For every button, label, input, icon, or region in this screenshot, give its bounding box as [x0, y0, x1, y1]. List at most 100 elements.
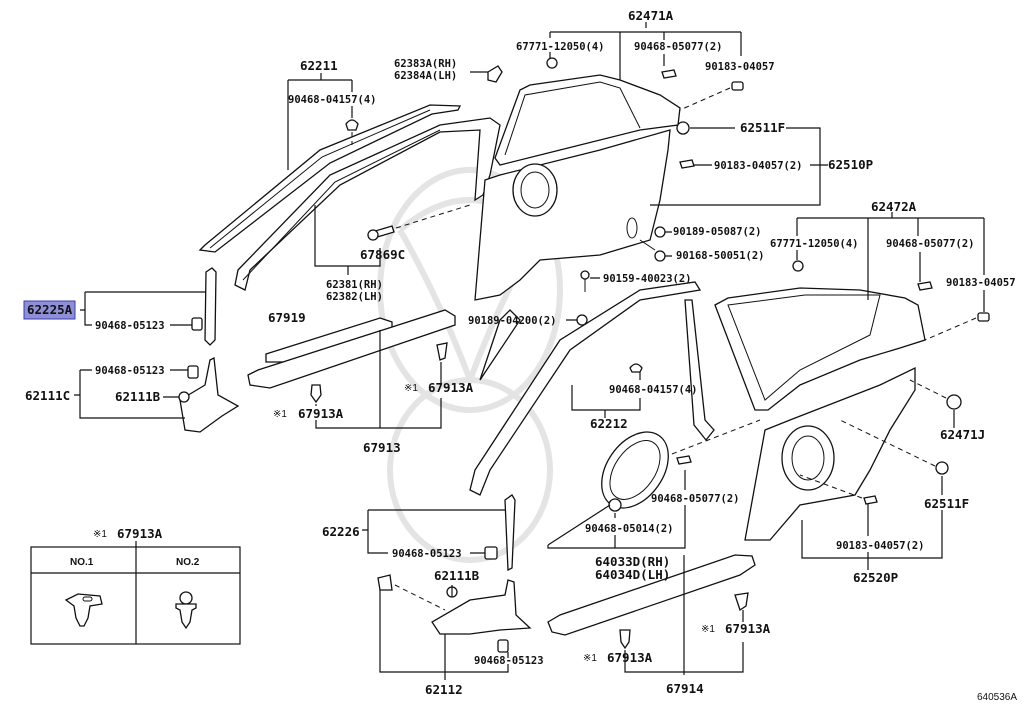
label-62382[interactable]: 62382(LH)	[326, 291, 383, 303]
clip-62111b-a[interactable]	[178, 391, 190, 403]
clip-unnamed-62112[interactable]	[377, 574, 393, 591]
label-90159-40023[interactable]: 90159-40023(2)	[603, 273, 692, 285]
label-62520p[interactable]: 62520P	[853, 570, 898, 585]
clip-90189-05087[interactable]	[654, 226, 666, 238]
label-90189-04200[interactable]: 90189-04200(2)	[468, 315, 557, 327]
speaker-grille-64033d[interactable]	[588, 420, 682, 521]
watermark-logo	[377, 167, 563, 563]
label-62225a[interactable]: 62225A	[27, 302, 73, 317]
scuff-plate-67914[interactable]	[547, 554, 756, 636]
drawing-number: 640536A	[977, 692, 1017, 703]
label-67771-12050-a[interactable]: 67771-12050(4)	[516, 41, 605, 53]
label-90468-05123-a[interactable]: 90468-05123	[95, 320, 165, 332]
clip-67913a-b[interactable]	[436, 342, 448, 361]
clip-90183-04057-b[interactable]	[679, 159, 695, 169]
label-90468-05014[interactable]: 90468-05014(2)	[585, 523, 674, 535]
front-pillar-garnish-62381[interactable]	[234, 117, 501, 291]
quarter-trim-panel-62520p[interactable]	[744, 366, 916, 541]
clip-67913a-c[interactable]	[619, 629, 631, 650]
quarter-window-trim-62471a[interactable]	[494, 74, 681, 166]
label-62211[interactable]: 62211	[300, 58, 338, 73]
label-90183-04057-d[interactable]: 90183-04057(2)	[836, 540, 925, 552]
label-90183-04057-b[interactable]: 90183-04057(2)	[714, 160, 803, 172]
label-67913a-a[interactable]: 67913A	[298, 406, 344, 421]
scuff-plate-67913[interactable]	[247, 309, 456, 389]
clip-62471j[interactable]	[946, 394, 962, 410]
clip-62511f-a[interactable]	[676, 121, 690, 135]
pillar-strip-62226[interactable]	[504, 494, 516, 572]
label-90183-04057-c[interactable]: 90183-04057	[946, 277, 1016, 289]
label-62112[interactable]: 62112	[425, 682, 463, 697]
label-62111b-a[interactable]: 62111B	[115, 389, 161, 404]
clip-62383a[interactable]	[487, 65, 503, 83]
screw-90159-40023[interactable]	[580, 270, 590, 292]
label-62511f-a[interactable]: 62511F	[740, 120, 785, 135]
label-62212[interactable]: 62212	[590, 416, 628, 431]
label-90468-05123-c[interactable]: 90468-05123	[392, 548, 462, 560]
label-64033d[interactable]: 64033D(RH)	[595, 554, 670, 569]
pillar-strip-62225a[interactable]	[204, 267, 217, 346]
label-90189-05087[interactable]: 90189-05087(2)	[673, 226, 762, 238]
label-90468-05123-b[interactable]: 90468-05123	[95, 365, 165, 377]
label-67913a-b[interactable]: 67913A	[428, 380, 474, 395]
label-67913[interactable]: 67913	[363, 440, 401, 455]
quarter-trim-panel-62510p[interactable]	[474, 129, 671, 301]
clip-90468-04157-b[interactable]	[629, 363, 643, 373]
label-62383a[interactable]: 62383A(RH)	[394, 58, 457, 70]
label-62111b-b[interactable]: 62111B	[434, 568, 480, 583]
clip-90468-05077-a[interactable]	[661, 69, 677, 79]
note-symbol-a: ※1	[273, 409, 287, 420]
clip-67771-b[interactable]	[792, 260, 804, 272]
label-67913a-c[interactable]: 67913A	[607, 650, 653, 665]
kick-panel-62111c[interactable]	[179, 357, 240, 433]
label-90468-05123-d[interactable]: 90468-05123	[474, 655, 544, 667]
label-90468-05077-b[interactable]: 90468-05077(2)	[886, 238, 975, 250]
screw-67869c[interactable]	[367, 225, 395, 241]
part-labels: 62211 90468-04157(4) 62383A(RH) 62384A(L…	[23, 8, 1016, 697]
legend-title-part[interactable]: 67913A	[117, 526, 163, 541]
label-90468-04157-a[interactable]: 90468-04157(4)	[288, 94, 377, 106]
label-67771-12050-b[interactable]: 67771-12050(4)	[770, 238, 859, 250]
kick-panel-62112[interactable]	[431, 579, 532, 635]
label-62471j[interactable]: 62471J	[940, 427, 985, 442]
label-67914[interactable]: 67914	[666, 681, 704, 696]
label-62472a[interactable]: 62472A	[871, 199, 917, 214]
clip-90468-05123-b[interactable]	[187, 365, 199, 379]
label-67919[interactable]: 67919	[268, 310, 306, 325]
label-62226[interactable]: 62226	[322, 524, 360, 539]
clip-67913a-d[interactable]	[734, 592, 749, 612]
label-62471a[interactable]: 62471A	[628, 8, 674, 23]
clip-62511f-b[interactable]	[935, 461, 949, 475]
clip-90468-05123-c[interactable]	[484, 546, 498, 560]
clip-legend-table: ※1 67913A NO.1 NO.2	[30, 526, 241, 645]
label-62384a[interactable]: 62384A(LH)	[394, 70, 457, 82]
label-90468-04157-b[interactable]: 90468-04157(4)	[609, 384, 698, 396]
label-90468-05077-a[interactable]: 90468-05077(2)	[634, 41, 723, 53]
label-67869c[interactable]: 67869C	[360, 247, 405, 262]
label-62510p[interactable]: 62510P	[828, 157, 873, 172]
label-90468-05077-c[interactable]: 90468-05077(2)	[651, 493, 740, 505]
label-64034d[interactable]: 64034D(LH)	[595, 567, 670, 582]
label-67913a-d[interactable]: 67913A	[725, 621, 771, 636]
clip-90468-05014[interactable]	[608, 498, 622, 512]
label-62381[interactable]: 62381(RH)	[326, 279, 383, 291]
clip-90468-04157-top[interactable]	[345, 119, 359, 131]
clip-67913a-a[interactable]	[310, 384, 322, 404]
label-90183-04057-a[interactable]: 90183-04057	[705, 61, 775, 73]
note-symbol-b: ※1	[404, 383, 418, 394]
clip-90183-04057-d[interactable]	[863, 495, 878, 505]
screw-90168-50051[interactable]	[639, 239, 666, 262]
clip-90468-05123-d[interactable]	[497, 639, 509, 653]
clip-90183-04057-a[interactable]	[731, 81, 744, 91]
label-62111c[interactable]: 62111C	[25, 388, 70, 403]
clip-90183-04057-c[interactable]	[977, 312, 990, 322]
label-62511f-b[interactable]: 62511F	[924, 496, 969, 511]
clip-90468-05077-b[interactable]	[917, 281, 933, 291]
clip-67771-a[interactable]	[546, 57, 558, 69]
center-pillar-trim-62212[interactable]	[469, 281, 715, 496]
front-pillar-trim-62211[interactable]	[198, 104, 462, 253]
clip-90468-05123-a[interactable]	[191, 317, 203, 331]
label-90168-50051[interactable]: 90168-50051(2)	[676, 250, 765, 262]
clip-90468-05077-c[interactable]	[676, 455, 692, 465]
